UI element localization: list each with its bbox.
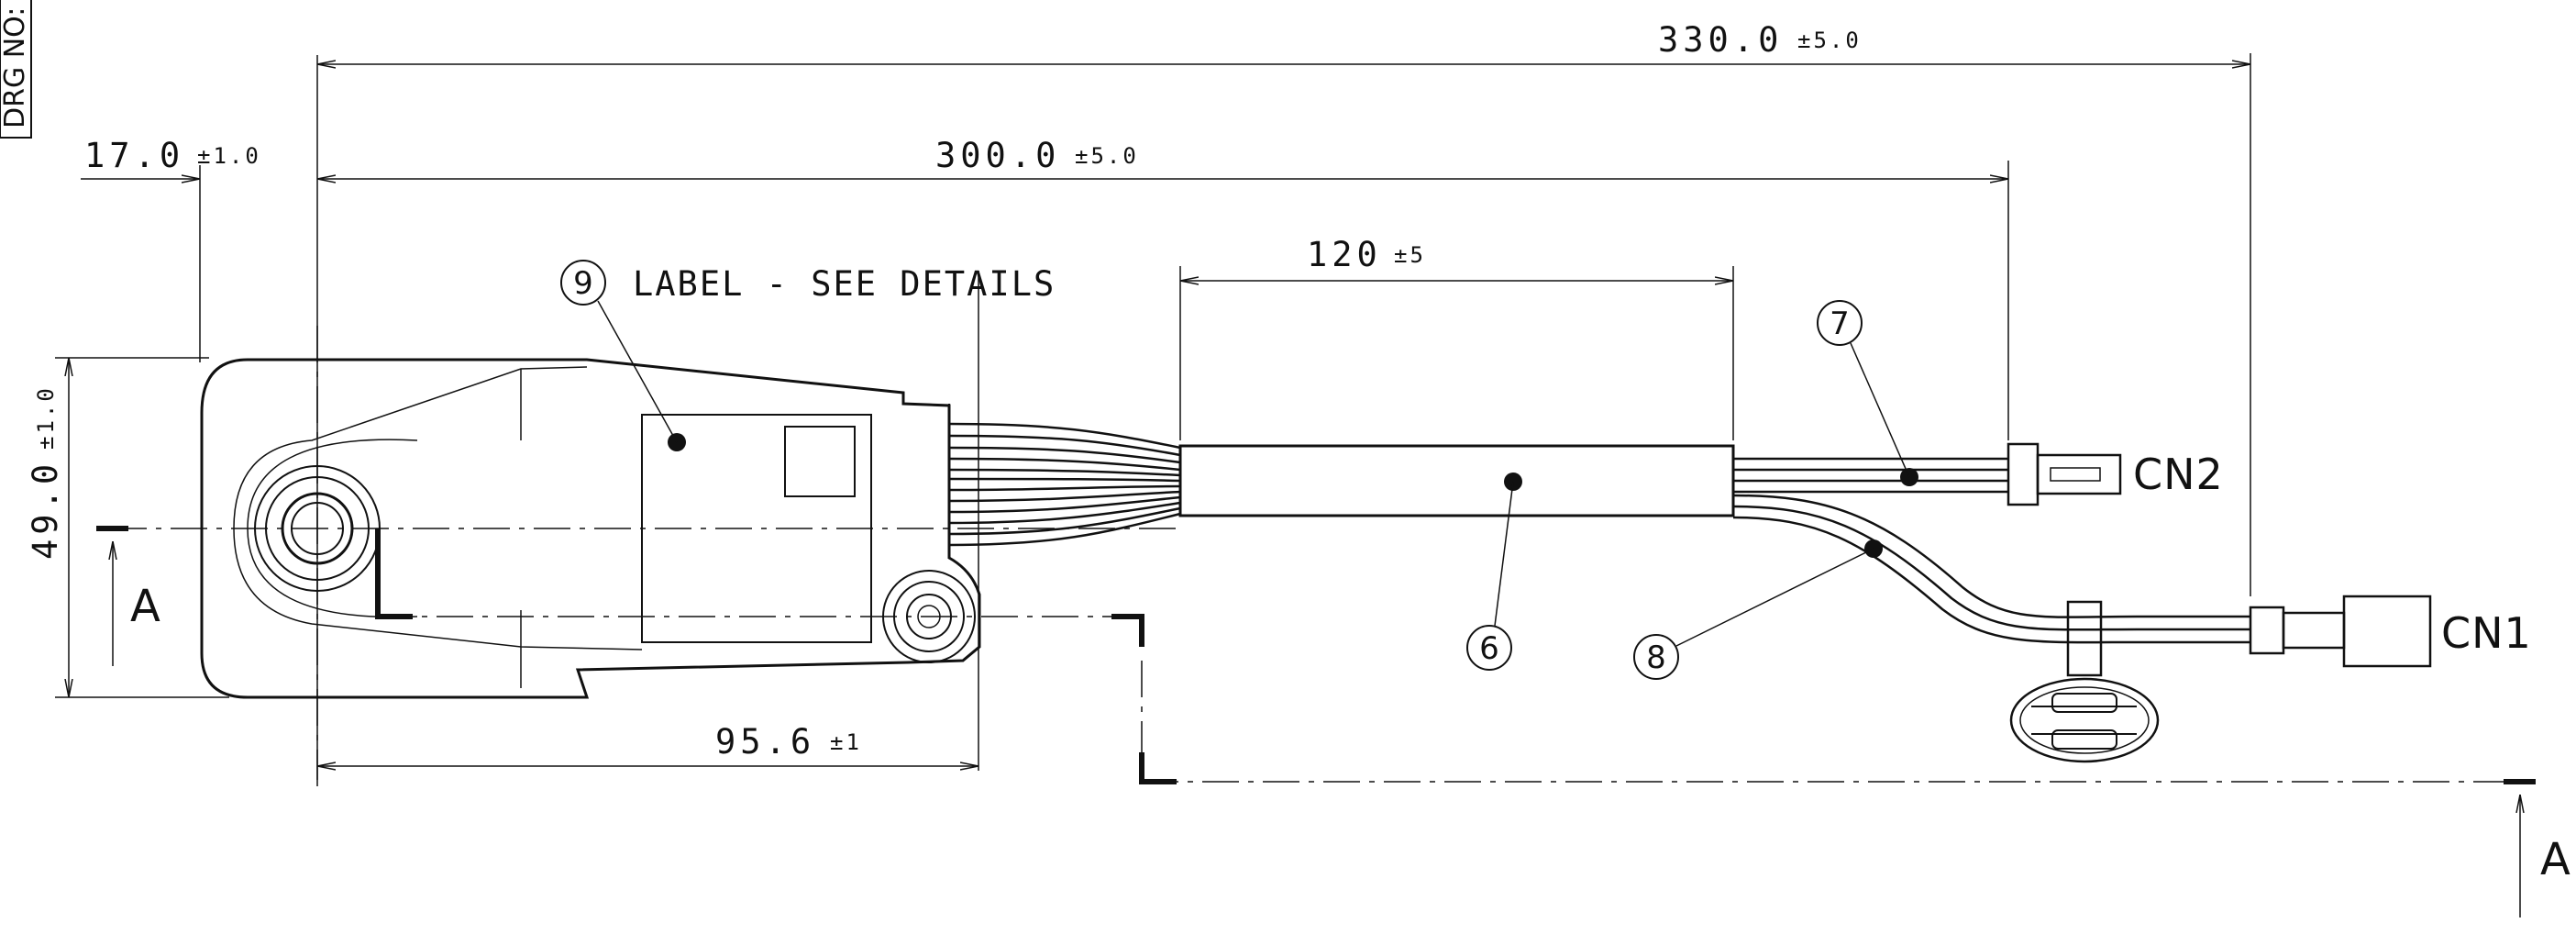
dim-300-tolerance: ±5.0: [1075, 143, 1139, 169]
cn1-housing: [2342, 595, 2432, 668]
dim-49-tolerance: ±1.0: [33, 385, 59, 450]
tie-mount: [2009, 677, 2160, 763]
label-window: [784, 426, 856, 497]
dim-330-tolerance: ±5.0: [1797, 28, 1862, 53]
dimension-120: 120 ±5: [1307, 235, 1426, 274]
drawing-number-box: DRG NO: 0819C: [0, 0, 32, 139]
cn1-branch: [1732, 494, 2432, 763]
cable-sleeve: [1178, 444, 1735, 517]
dim-17-value: 17.0: [84, 136, 184, 175]
extension-lines: [55, 53, 2251, 780]
dim-95-6-tolerance: ±1: [830, 729, 862, 755]
tie-strap: [2066, 600, 2103, 677]
callout-9: 9 LABEL - SEE DETAILS: [560, 260, 1056, 443]
dimension-95-6: 95.6 ±1: [715, 722, 862, 762]
dim-120-value: 120: [1307, 235, 1382, 274]
dimension-300: 300.0 ±5.0: [935, 136, 1139, 175]
callout-6: 6: [1466, 481, 1514, 671]
dimension-49: 49.0 ±1.0: [26, 385, 65, 560]
callout-8: 8: [1633, 548, 1874, 680]
callout-9-number: 9: [573, 265, 593, 302]
dim-120-tolerance: ±5: [1394, 242, 1426, 268]
dim-330-value: 330.0: [1658, 20, 1783, 60]
section-marker-right: [1111, 614, 2536, 917]
callout-9-text: LABEL - SEE DETAILS: [633, 264, 1056, 304]
dimension-17: 17.0 ±1.0: [84, 136, 261, 175]
wire-bundle-fan: [948, 422, 1181, 547]
dim-17-tolerance: ±1.0: [197, 143, 261, 169]
callout-7-number: 7: [1830, 306, 1850, 342]
mounting-boss: [882, 570, 976, 663]
dimension-lines: [69, 64, 2250, 766]
drawing-number-text: DRG NO: 0819C: [0, 0, 31, 128]
callout-7: 7: [1817, 300, 1910, 478]
center-lines: [110, 326, 2522, 789]
section-label-right: A: [2540, 834, 2570, 885]
cn1-crimp: [2249, 606, 2285, 655]
connector-cn2-label: CN2: [2133, 450, 2224, 499]
dim-95-6-value: 95.6: [715, 722, 815, 762]
label-area: [641, 414, 872, 643]
cn2-housing: [2007, 442, 2040, 506]
dim-49-value: 49.0: [26, 460, 65, 560]
callout-8-number: 8: [1646, 639, 1666, 676]
dimension-330: 330.0 ±5.0: [1658, 20, 1862, 60]
callout-6-number: 6: [1479, 630, 1499, 667]
connector-cn1-label: CN1: [2441, 608, 2532, 658]
section-label-left: A: [130, 581, 160, 632]
cn2-branch: [1733, 442, 2122, 506]
dim-300-value: 300.0: [935, 136, 1060, 175]
